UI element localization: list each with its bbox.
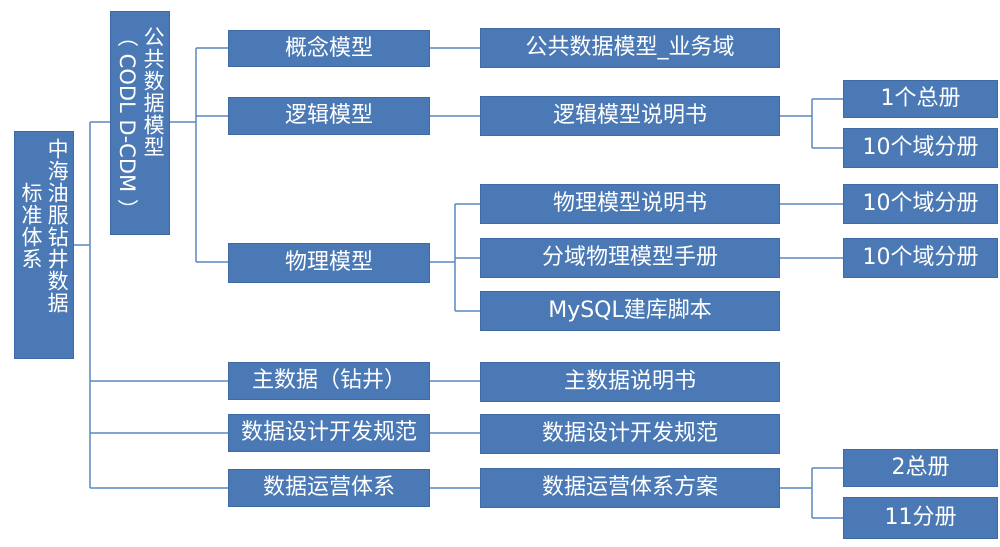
domain-physical-manual-node: 分域物理模型手册: [480, 238, 780, 278]
logic-domain-volumes-node: 10个域分册: [843, 128, 998, 168]
master-data-manual-node: 主数据说明书: [480, 362, 780, 402]
operations-system-node: 数据运营体系: [228, 469, 430, 507]
codl-label: 公共数据模型: [141, 26, 166, 159]
design-spec-doc-node: 数据设计开发规范: [480, 414, 780, 454]
logic-manual-node: 逻辑模型说明书: [480, 96, 780, 136]
public-domain-model-node: 公共数据模型_业务域: [480, 28, 780, 68]
codl-paren-label: （ CODL D-CDM ）: [115, 26, 139, 220]
logic-total-volume-node: 1个总册: [843, 80, 998, 118]
codl-node: 公共数据模型 （ CODL D-CDM ）: [110, 11, 170, 235]
physical-model-node: 物理模型: [228, 243, 430, 283]
concept-model-node: 概念模型: [228, 30, 430, 67]
physical-manual-node: 物理模型说明书: [480, 184, 780, 224]
mysql-script-node: MySQL建库脚本: [480, 291, 780, 331]
ops-total-volumes-node: 2总册: [843, 449, 998, 487]
operations-plan-node: 数据运营体系方案: [480, 468, 780, 508]
ops-split-volumes-node: 11分册: [843, 497, 998, 539]
master-data-node: 主数据（钻井）: [228, 362, 430, 400]
design-spec-node: 数据设计开发规范: [228, 414, 430, 452]
root-label-line2: 标准体系: [19, 182, 43, 270]
logic-model-node: 逻辑模型: [228, 97, 430, 135]
root-node: 中海油服钻井数据 标准体系: [14, 131, 74, 359]
domain-physical-volumes-node: 10个域分册: [843, 238, 998, 278]
root-label-line1: 中海油服钻井数据: [45, 138, 70, 314]
physical-domain-volumes-node: 10个域分册: [843, 184, 998, 224]
